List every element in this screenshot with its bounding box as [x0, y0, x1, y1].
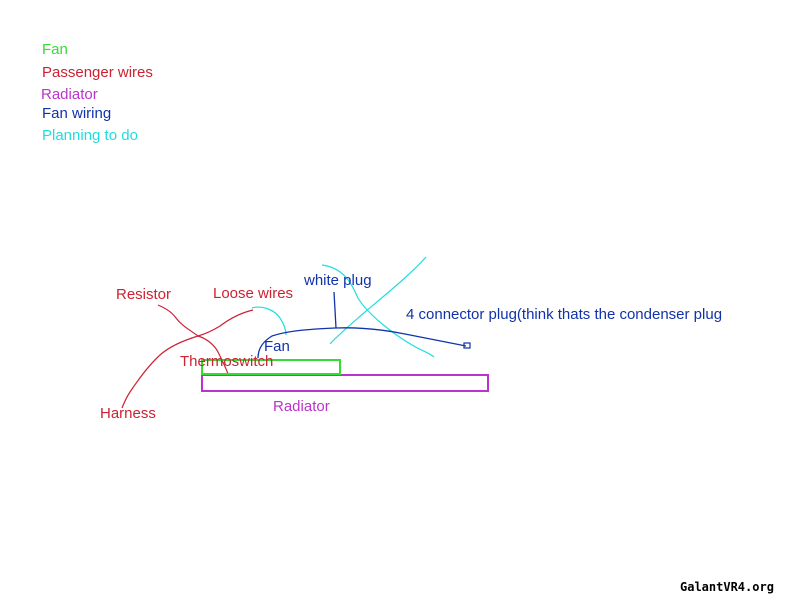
legend-radiator: Radiator: [41, 86, 98, 103]
legend-fan: Fan: [42, 41, 68, 58]
legend-passenger-wires: Passenger wires: [42, 64, 153, 81]
radiator-box: [201, 374, 489, 392]
label-connector-plug: 4 connector plug(think thats the condens…: [406, 306, 723, 323]
legend-planning: Planning to do: [42, 127, 138, 144]
label-resistor: Resistor: [116, 286, 172, 303]
passenger-wire-loose: [197, 309, 254, 337]
label-radiator: Radiator: [273, 398, 330, 415]
planning-line-x2: [321, 264, 435, 358]
passenger-wire-harness: [121, 335, 199, 409]
passenger-wire-thermoswitch: [197, 335, 229, 375]
passenger-wire-resistor: [157, 304, 199, 337]
label-harness: Harness: [100, 405, 156, 422]
planning-line-x1: [329, 256, 427, 345]
label-thermoswitch: Thermoswitch: [180, 353, 274, 370]
connector-plug-icon: [463, 342, 471, 349]
watermark: GalantVR4.org: [680, 580, 774, 594]
fan-wiring-main: [257, 327, 467, 359]
fan-box: [201, 359, 341, 375]
label-white-plug: white plug: [304, 272, 372, 289]
planning-line-loose: [251, 306, 287, 336]
label-loose-wires: Loose wires: [213, 285, 294, 302]
fan-wiring-white-plug: [333, 291, 337, 329]
legend-fan-wiring: Fan wiring: [42, 105, 112, 122]
label-fan: Fan: [264, 338, 290, 355]
